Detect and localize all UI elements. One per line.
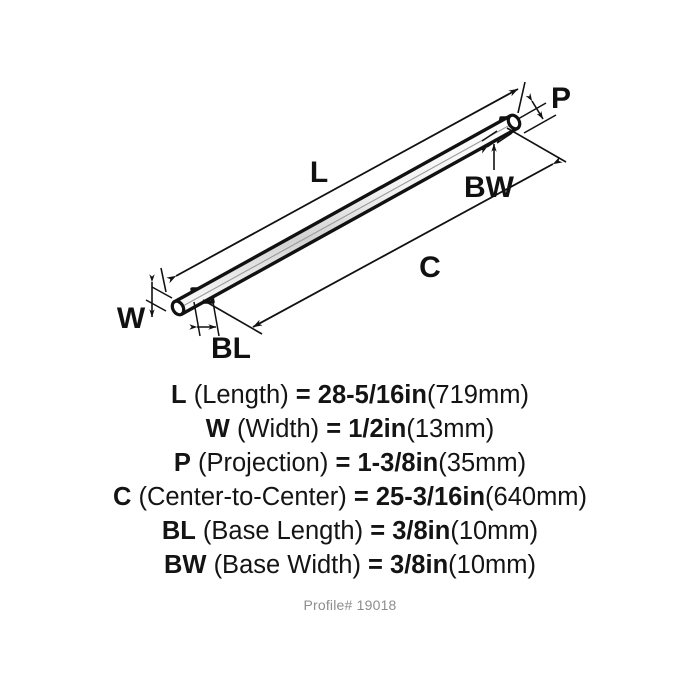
spec-value-mm: (10mm) xyxy=(448,551,536,579)
spec-value-inches: 1-3/8in xyxy=(357,449,439,477)
spec-equals: = xyxy=(368,551,383,579)
handle-bar xyxy=(170,113,522,317)
dimension-center-to-center xyxy=(202,127,567,335)
spec-name: (Length) xyxy=(193,381,289,409)
spec-value-mm: (35mm) xyxy=(438,449,527,477)
spec-name: (Width) xyxy=(236,415,320,443)
spec-row: P (Projection) = 1-3/8in(35mm) xyxy=(0,446,700,480)
dimension-base-width xyxy=(479,130,513,170)
spec-symbol: W xyxy=(205,415,230,443)
dimension-base-length xyxy=(189,301,220,337)
pull-handle-drawing: L C W BL xyxy=(117,81,571,365)
spec-symbol: C xyxy=(112,483,132,511)
spec-equals: = xyxy=(326,415,342,443)
specification-list: L (Length) = 28-5/16in(719mm) W (Width) … xyxy=(0,378,700,582)
label-center-to-center: C xyxy=(419,251,441,284)
label-base-width: BW xyxy=(464,171,515,204)
spec-row: BW (Base Width) = 3/8in(10mm) xyxy=(0,548,700,582)
spec-value-mm: (10mm) xyxy=(450,517,539,545)
dimension-projection xyxy=(517,93,557,134)
spec-equals: = xyxy=(353,483,369,511)
spec-equals: = xyxy=(295,381,311,409)
spec-row: C (Center-to-Center) = 25-3/16in(640mm) xyxy=(0,480,700,514)
spec-name: (Projection) xyxy=(197,449,329,477)
spec-name: (Base Width) xyxy=(213,551,361,579)
label-length: L xyxy=(310,156,328,189)
dimension-width xyxy=(145,274,173,318)
spec-row: W (Width) = 1/2in(13mm) xyxy=(0,412,700,446)
spec-value-inches: 25-3/16in xyxy=(375,483,486,511)
spec-name: (Base Length) xyxy=(202,517,364,545)
spec-row: L (Length) = 28-5/16in(719mm) xyxy=(0,378,700,412)
spec-name: (Center-to-Center) xyxy=(138,483,347,511)
spec-value-inches: 28-5/16in xyxy=(317,381,427,409)
spec-value-inches: 3/8in xyxy=(392,517,451,545)
spec-symbol: BW xyxy=(163,551,207,579)
handle-body xyxy=(170,113,522,317)
spec-value-mm: (640mm) xyxy=(485,483,588,511)
profile-number: Profile# 19018 xyxy=(303,597,397,613)
label-width: W xyxy=(117,302,146,335)
spec-value-mm: (719mm) xyxy=(426,381,529,409)
spec-symbol: P xyxy=(173,449,191,477)
spec-value-mm: (13mm) xyxy=(406,415,495,443)
spec-equals: = xyxy=(370,517,386,545)
technical-drawing: L C W BL xyxy=(117,81,571,365)
spec-symbol: BL xyxy=(161,517,196,545)
spec-equals: = xyxy=(335,449,351,477)
spec-symbol: L xyxy=(171,381,187,409)
label-projection: P xyxy=(551,82,571,115)
spec-value-inches: 1/2in xyxy=(348,415,407,443)
spec-value-inches: 3/8in xyxy=(390,551,449,579)
spec-row: BL (Base Length) = 3/8in(10mm) xyxy=(0,514,700,548)
label-base-length: BL xyxy=(211,332,251,365)
